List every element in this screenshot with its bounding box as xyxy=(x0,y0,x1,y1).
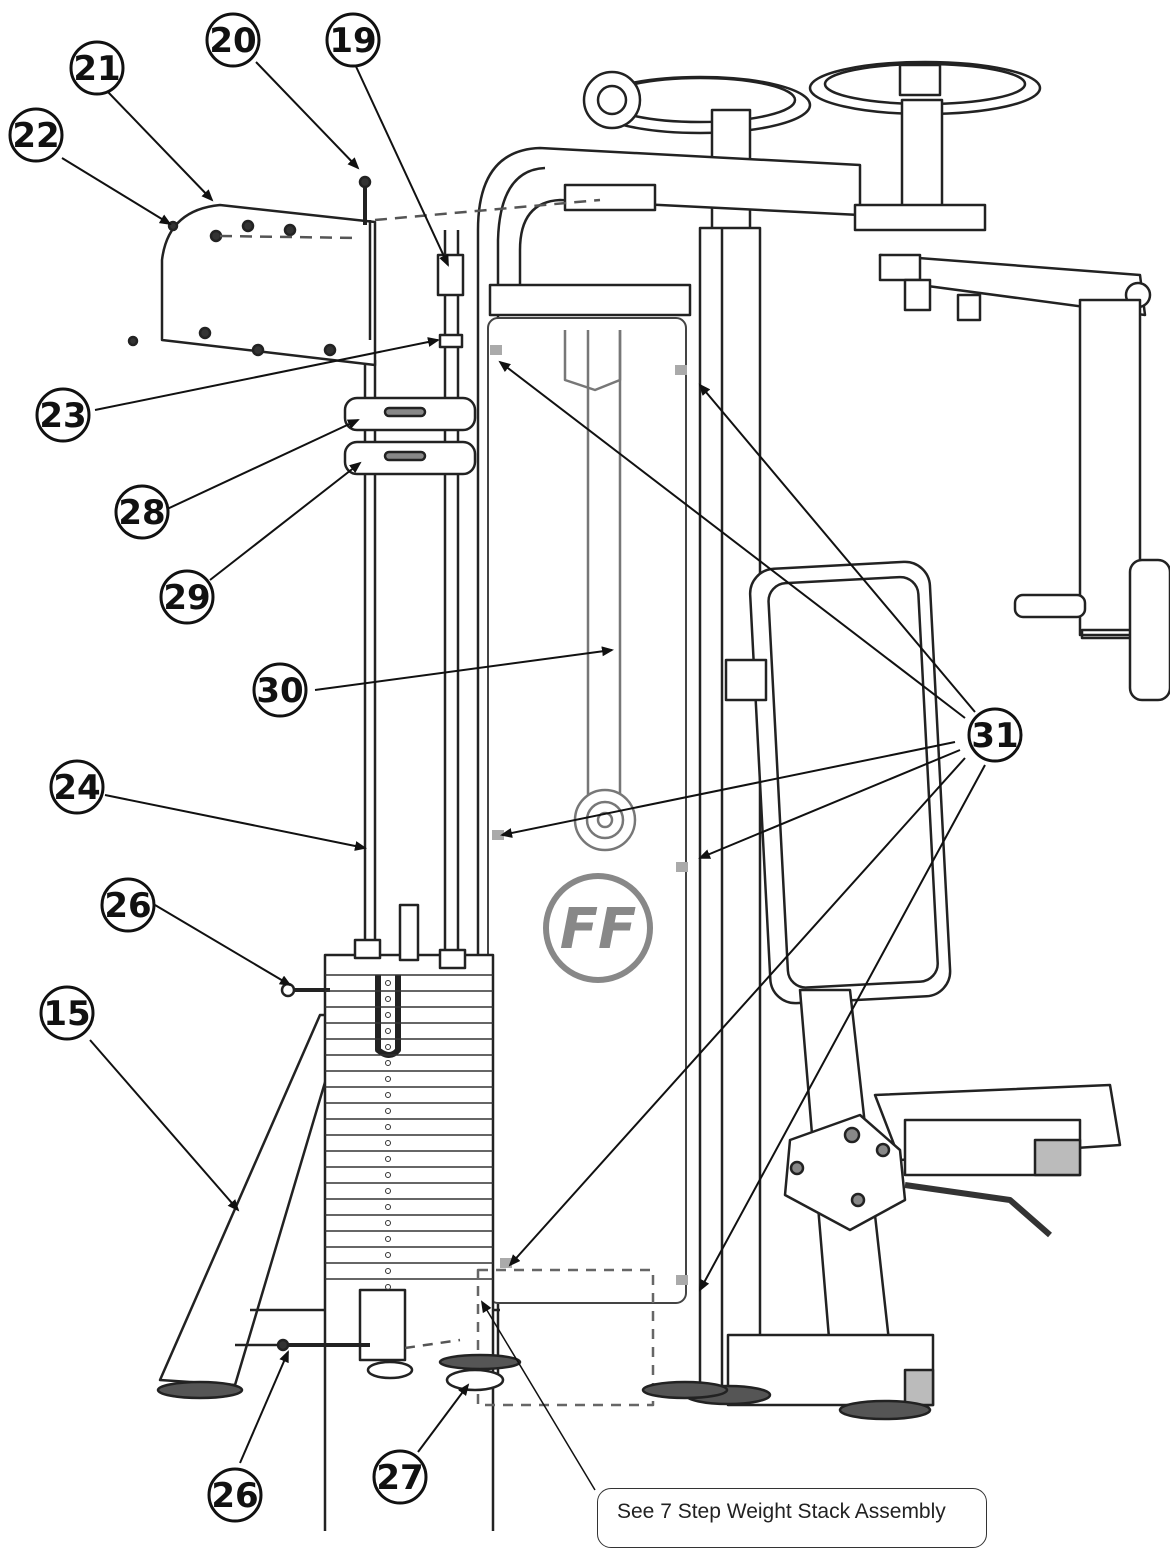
callout-15: 15 xyxy=(39,985,95,1041)
callout-26-top: 26 xyxy=(100,877,156,933)
leader-15 xyxy=(89,1039,240,1212)
leader-21 xyxy=(107,91,214,202)
selector-hole xyxy=(385,1108,391,1114)
leader-24 xyxy=(104,794,367,851)
callout-19: 19 xyxy=(325,12,381,68)
leader-22 xyxy=(61,157,172,226)
selector-hole xyxy=(385,1140,391,1146)
selector-hole xyxy=(385,1044,391,1050)
callout-20-label: 20 xyxy=(209,21,256,61)
callout-30: 30 xyxy=(252,662,308,718)
callout-24-label: 24 xyxy=(53,768,100,808)
selector-hole xyxy=(385,1236,391,1242)
selector-hole xyxy=(385,996,391,1002)
leader-28 xyxy=(164,419,360,511)
selector-hole xyxy=(385,1060,391,1066)
callout-20: 20 xyxy=(205,12,261,68)
selector-hole xyxy=(385,1220,391,1226)
callout-24: 24 xyxy=(49,759,105,815)
selector-hole xyxy=(385,1124,391,1130)
callout-22: 22 xyxy=(8,107,64,163)
leader-26b xyxy=(239,1350,289,1464)
callout-27-label: 27 xyxy=(376,1458,423,1498)
callout-29: 29 xyxy=(159,569,215,625)
selector-hole xyxy=(385,1188,391,1194)
brand-logo: FF xyxy=(543,873,653,983)
weight-stack-plates xyxy=(325,974,493,1290)
selector-hole xyxy=(385,1028,391,1034)
callout-22-label: 22 xyxy=(12,116,59,156)
leader-31a xyxy=(498,360,966,719)
callout-28: 28 xyxy=(114,484,170,540)
callout-31: 31 xyxy=(967,707,1023,763)
callout-26-top-label: 26 xyxy=(104,886,151,926)
machine-frame xyxy=(127,60,1170,1531)
leader-26a xyxy=(154,904,292,987)
callout-28-label: 28 xyxy=(118,493,165,533)
leader-31b xyxy=(698,383,976,713)
selector-hole xyxy=(385,980,391,986)
callout-23-label: 23 xyxy=(39,396,86,436)
leader-30 xyxy=(314,646,614,691)
leader-31e xyxy=(508,757,966,1267)
leader-29 xyxy=(209,461,362,581)
selector-hole xyxy=(385,1172,391,1178)
shroud-clips xyxy=(490,345,688,1285)
selector-hole xyxy=(385,1204,391,1210)
leader-19 xyxy=(352,59,449,267)
leader-lines xyxy=(61,59,986,1491)
leader-note xyxy=(480,1300,596,1491)
leader-31f xyxy=(699,764,986,1292)
leader-31c xyxy=(500,741,956,838)
leader-31d xyxy=(698,749,961,859)
leader-20 xyxy=(255,61,360,170)
callout-21: 21 xyxy=(69,40,125,96)
selector-hole xyxy=(385,1252,391,1258)
selector-hole xyxy=(385,1268,391,1274)
callout-23: 23 xyxy=(35,387,91,443)
callout-29-label: 29 xyxy=(163,578,210,618)
callout-31-label: 31 xyxy=(971,716,1018,756)
callout-26-bottom: 26 xyxy=(207,1467,263,1523)
callout-26-bottom-label: 26 xyxy=(211,1476,258,1516)
selector-hole xyxy=(385,1076,391,1082)
callouts: 19 20 21 22 23 28 29 30 xyxy=(8,12,1023,1523)
callout-27: 27 xyxy=(372,1449,428,1505)
callout-19-label: 19 xyxy=(329,21,376,61)
selector-hole xyxy=(385,1012,391,1018)
callout-15-label: 15 xyxy=(43,994,90,1034)
logo-text: FF xyxy=(560,897,637,962)
selector-hole xyxy=(385,1284,391,1290)
leader-23 xyxy=(94,337,440,411)
assembly-note-text: See 7 Step Weight Stack Assembly xyxy=(617,1500,946,1523)
callout-30-label: 30 xyxy=(256,671,303,711)
leader-27 xyxy=(417,1383,470,1453)
selector-hole xyxy=(385,1092,391,1098)
selector-hole xyxy=(385,1156,391,1162)
callout-21-label: 21 xyxy=(73,49,120,89)
